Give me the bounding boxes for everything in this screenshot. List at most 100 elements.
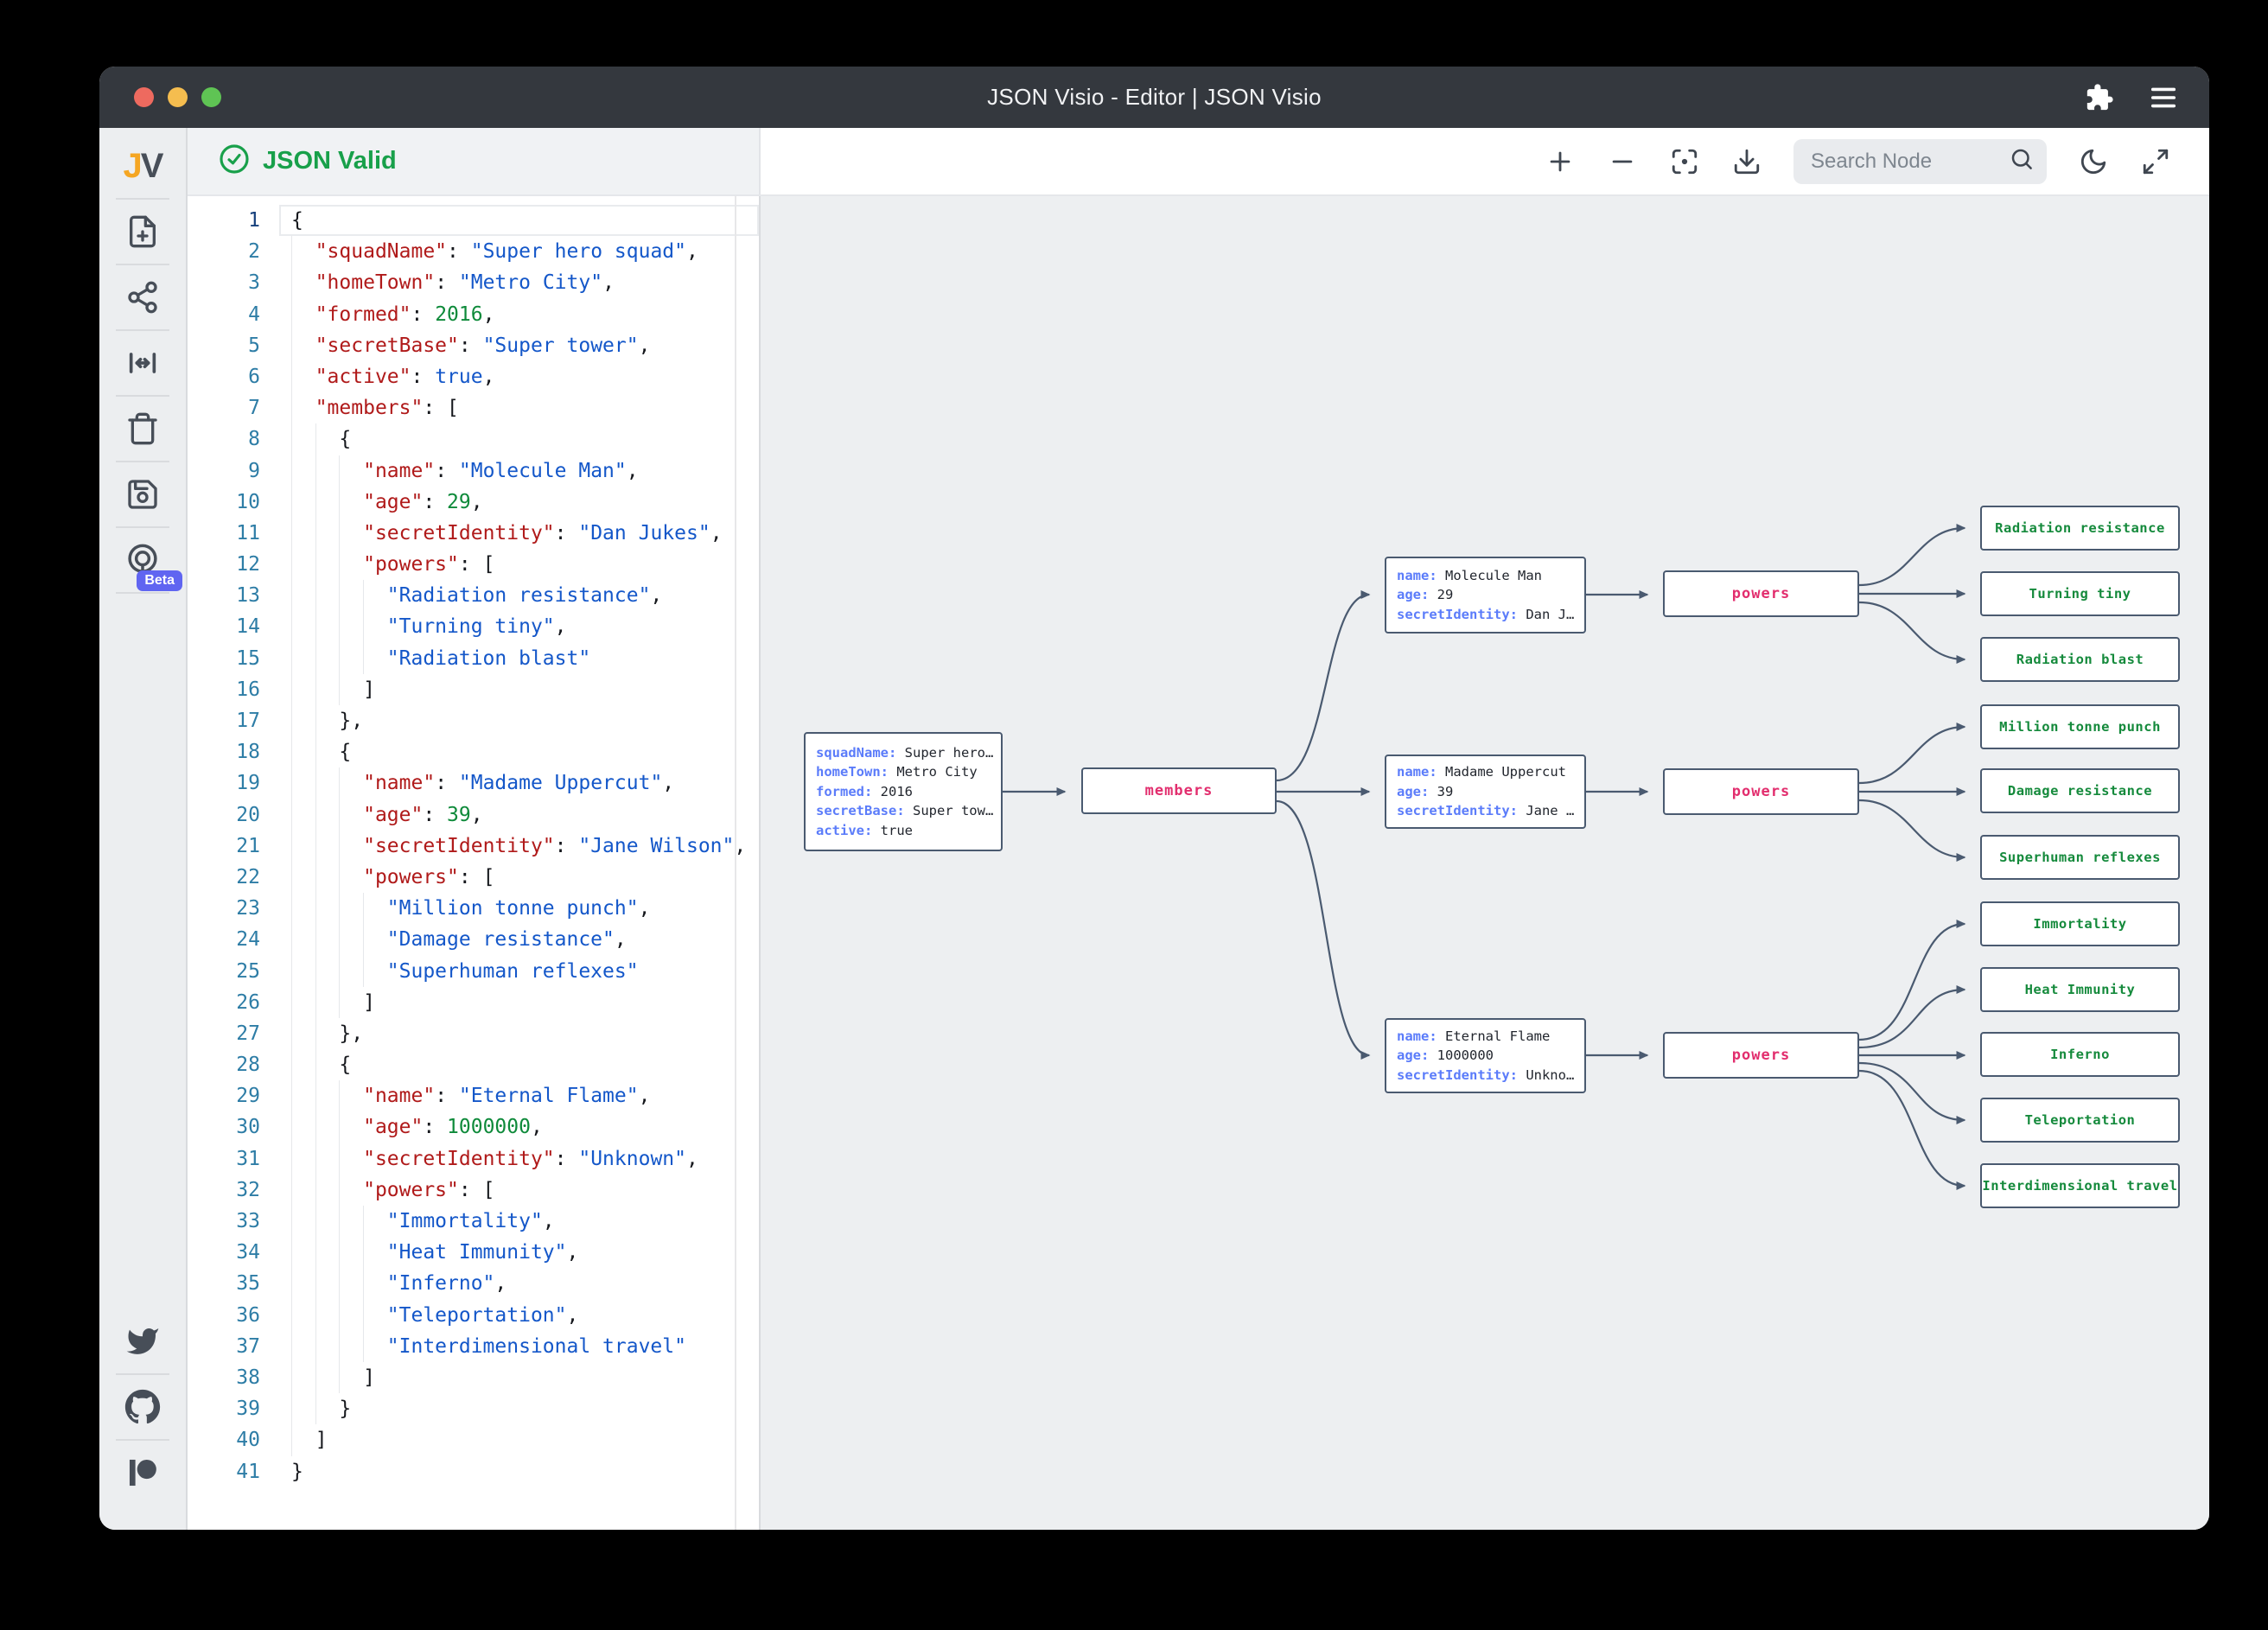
editor-line-40[interactable]: 40 ] <box>188 1424 759 1456</box>
dark-mode-button[interactable] <box>2078 146 2109 177</box>
line-content[interactable]: "secretIdentity": "Jane Wilson", <box>279 830 759 862</box>
editor-line-12[interactable]: 12 "powers": [ <box>188 549 759 581</box>
github-link[interactable] <box>115 1385 170 1429</box>
expand-width-button[interactable] <box>115 341 170 385</box>
line-content[interactable]: } <box>291 1460 303 1483</box>
line-content[interactable]: "Inferno", <box>279 1268 759 1300</box>
new-document-button[interactable] <box>115 209 170 254</box>
graph-node-powers-1[interactable]: powers <box>1663 570 1859 617</box>
zoom-out-button[interactable] <box>1607 146 1638 177</box>
line-content[interactable]: "powers": [ <box>279 1174 759 1206</box>
app-logo[interactable]: JV <box>123 147 164 185</box>
editor-line-25[interactable]: 25 "Superhuman reflexes" <box>188 955 759 987</box>
graph-node-leaf-3e[interactable]: Interdimensional travel <box>1980 1163 2180 1208</box>
line-content[interactable]: "Teleportation", <box>279 1299 759 1331</box>
editor-line-37[interactable]: 37 "Interdimensional travel" <box>188 1330 759 1362</box>
graph-node-leaf-3b[interactable]: Heat Immunity <box>1980 967 2180 1012</box>
line-content[interactable]: "squadName": "Super hero squad", <box>279 236 759 268</box>
line-content[interactable]: "active": true, <box>279 360 759 393</box>
line-content[interactable]: "name": "Molecule Man", <box>279 455 759 487</box>
line-content[interactable]: "age": 29, <box>279 486 759 518</box>
save-json-button[interactable] <box>115 472 170 517</box>
line-content[interactable]: { <box>279 423 759 455</box>
json-editor[interactable]: 1{2 "squadName": "Super hero squad",3 "h… <box>188 196 761 1530</box>
line-content[interactable]: "formed": 2016, <box>279 298 759 330</box>
line-content[interactable]: } <box>279 1393 759 1425</box>
download-image-button[interactable] <box>1731 146 1762 177</box>
editor-line-15[interactable]: 15 "Radiation blast" <box>188 642 759 674</box>
editor-line-22[interactable]: 22 "powers": [ <box>188 861 759 894</box>
line-content[interactable]: "Million tonne punch", <box>279 893 759 925</box>
graph-node-powers-3[interactable]: powers <box>1663 1032 1859 1079</box>
graph-node-powers-2[interactable]: powers <box>1663 768 1859 815</box>
line-content[interactable]: ] <box>279 673 759 705</box>
line-content[interactable]: "age": 1000000, <box>279 1111 759 1143</box>
graph-node-members[interactable]: members <box>1081 767 1277 814</box>
graph-node-leaf-1c[interactable]: Radiation blast <box>1980 637 2180 682</box>
editor-line-34[interactable]: 34 "Heat Immunity", <box>188 1237 759 1269</box>
graph-node-leaf-3c[interactable]: Inferno <box>1980 1032 2180 1077</box>
line-content[interactable]: { <box>279 1049 759 1081</box>
editor-line-7[interactable]: 7 "members": [ <box>188 392 759 424</box>
line-content[interactable]: "Superhuman reflexes" <box>279 955 759 987</box>
search-icon[interactable] <box>2009 146 2035 176</box>
editor-line-6[interactable]: 6 "active": true, <box>188 360 759 393</box>
graph-node-leaf-1b[interactable]: Turning tiny <box>1980 571 2180 616</box>
editor-line-27[interactable]: 27 }, <box>188 1017 759 1050</box>
line-content[interactable]: "Immortality", <box>279 1206 759 1238</box>
graph-node-leaf-2b[interactable]: Damage resistance <box>1980 768 2180 813</box>
editor-line-39[interactable]: 39 } <box>188 1393 759 1425</box>
editor-line-4[interactable]: 4 "formed": 2016, <box>188 298 759 330</box>
fullscreen-button[interactable] <box>2140 146 2171 177</box>
editor-line-41[interactable]: 41} <box>188 1456 759 1487</box>
editor-line-23[interactable]: 23 "Million tonne punch", <box>188 893 759 925</box>
editor-line-20[interactable]: 20 "age": 39, <box>188 799 759 831</box>
graph-node-leaf-1a[interactable]: Radiation resistance <box>1980 506 2180 551</box>
line-content[interactable]: "secretIdentity": "Unknown", <box>279 1143 759 1175</box>
editor-line-26[interactable]: 26 ] <box>188 986 759 1018</box>
editor-line-30[interactable]: 30 "age": 1000000, <box>188 1111 759 1143</box>
editor-line-19[interactable]: 19 "name": "Madame Uppercut", <box>188 767 759 799</box>
graph-canvas[interactable]: squadName: Super hero…homeTown: Metro Ci… <box>761 196 2209 1530</box>
editor-line-31[interactable]: 31 "secretIdentity": "Unknown", <box>188 1143 759 1175</box>
editor-line-18[interactable]: 18 { <box>188 736 759 768</box>
editor-line-5[interactable]: 5 "secretBase": "Super tower", <box>188 329 759 361</box>
line-content[interactable]: "powers": [ <box>279 549 759 581</box>
line-content[interactable]: { <box>279 736 759 768</box>
graph-node-leaf-2c[interactable]: Superhuman reflexes <box>1980 835 2180 880</box>
line-content[interactable]: "name": "Eternal Flame", <box>279 1080 759 1112</box>
editor-line-13[interactable]: 13 "Radiation resistance", <box>188 580 759 612</box>
editor-line-16[interactable]: 16 ] <box>188 673 759 705</box>
line-content[interactable]: "Heat Immunity", <box>279 1237 759 1269</box>
line-content[interactable]: ] <box>279 1424 759 1456</box>
patreon-link[interactable] <box>115 1450 170 1495</box>
editor-line-33[interactable]: 33 "Immortality", <box>188 1206 759 1238</box>
line-content[interactable]: "homeTown": "Metro City", <box>279 267 759 299</box>
focus-center-button[interactable] <box>1669 146 1700 177</box>
editor-line-35[interactable]: 35 "Inferno", <box>188 1268 759 1300</box>
line-content[interactable]: "age": 39, <box>279 799 759 831</box>
graph-node-leaf-2a[interactable]: Million tonne punch <box>1980 704 2180 749</box>
editor-line-9[interactable]: 9 "name": "Molecule Man", <box>188 455 759 487</box>
editor-code[interactable]: 1{2 "squadName": "Super hero squad",3 "h… <box>188 205 759 1487</box>
api-tools-button[interactable]: Beta <box>115 538 182 591</box>
editor-line-11[interactable]: 11 "secretIdentity": "Dan Jukes", <box>188 517 759 550</box>
line-content[interactable]: ] <box>279 1361 759 1394</box>
line-content[interactable]: { <box>279 205 759 236</box>
zoom-in-button[interactable] <box>1545 146 1576 177</box>
line-content[interactable]: "Interdimensional travel" <box>279 1330 759 1362</box>
line-content[interactable]: "Radiation blast" <box>279 642 759 674</box>
line-content[interactable]: ] <box>279 986 759 1018</box>
extension-puzzle-icon[interactable] <box>2085 83 2114 112</box>
editor-line-17[interactable]: 17 }, <box>188 705 759 737</box>
graph-node-leaf-3a[interactable]: Immortality <box>1980 901 2180 946</box>
editor-line-3[interactable]: 3 "homeTown": "Metro City", <box>188 267 759 299</box>
minimize-button[interactable] <box>168 87 188 107</box>
zoom-button[interactable] <box>201 87 221 107</box>
editor-line-2[interactable]: 2 "squadName": "Super hero squad", <box>188 236 759 268</box>
line-content[interactable]: "Damage resistance", <box>279 924 759 956</box>
editor-line-10[interactable]: 10 "age": 29, <box>188 486 759 518</box>
graph-view-button[interactable] <box>115 275 170 320</box>
